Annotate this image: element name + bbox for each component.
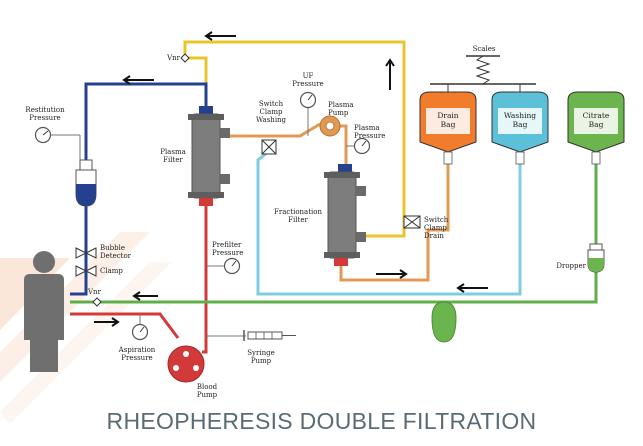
citrate-bag-icon: [567, 91, 625, 165]
return-line: [84, 82, 208, 174]
diagram-caption: RHEOPHERESIS DOUBLE FILTRATION: [106, 408, 537, 434]
restitution-pressure-label: Restitution Pressure: [25, 106, 65, 122]
return-drip-chamber-icon: [75, 159, 97, 207]
vnr-bottom-label: Vnr: [88, 288, 101, 296]
drain-bag-label: Drain Bag: [437, 111, 459, 129]
switch-clamp-washing-label: Switch Clamp Washing: [255, 100, 287, 124]
switch-clamp-drain-label: Switch Clamp Drain: [424, 216, 449, 240]
dropper-icon: [587, 243, 605, 273]
washing-bag-icon: [491, 84, 549, 165]
vnr-top-label: Vnr: [167, 54, 180, 62]
return-line-lower: [70, 206, 88, 296]
washing-bag-label: Washing Bag: [503, 111, 537, 129]
flow-arrow-icon: [94, 31, 488, 327]
uf-pressure-label: UF Pressure: [292, 72, 324, 88]
pressure-gauge-icon: [34, 126, 52, 144]
clamp-icon: [75, 265, 97, 277]
plasma-pump-label: Plasma Pump: [328, 101, 354, 117]
person-icon: [24, 251, 64, 372]
fractionation-filter-icon: [324, 164, 366, 266]
pressure-gauge-icon: [131, 323, 149, 341]
citrate-bag-label: Citrate Bag: [582, 111, 610, 129]
blood-pump-label: Blood Pump: [196, 383, 218, 399]
switch-clamp-icon: [403, 215, 421, 229]
citrate-line-lower: [70, 268, 598, 304]
plasma-pressure-label: Plasma Pressure: [354, 124, 386, 140]
plasma-filter-icon: [188, 106, 230, 206]
drain-bag-icon: [419, 84, 477, 165]
fractionation-filter-label: Fractionation Filter: [273, 208, 323, 224]
aspiration-pressure-label: Aspiration Pressure: [118, 346, 156, 362]
blood-line-up: [202, 204, 208, 354]
blood-pump-icon: [167, 345, 205, 383]
clamp-label: Clamp: [100, 267, 123, 275]
syringe-icon: [243, 330, 296, 341]
blood-line: [70, 312, 180, 339]
pressure-gauge-icon: [223, 257, 241, 275]
pressure-gauge-icon: [299, 91, 317, 109]
green-drip-chamber: [431, 301, 457, 343]
washing-line: [256, 150, 522, 296]
bubble-detector-icon: [75, 247, 97, 259]
prefilter-pressure-label: Prefilter Pressure: [212, 241, 244, 257]
plasma-line-drain: [339, 164, 450, 282]
dropper-label: Dropper: [556, 262, 586, 270]
plasma-line: [230, 122, 321, 138]
scales-label: Scales: [472, 45, 496, 53]
vnr-valve-icon: [180, 53, 190, 63]
scales-spring-icon: [430, 55, 536, 85]
vnr-valve-icon: [92, 297, 102, 307]
bubble-detector-label: Bubble Detector: [100, 244, 132, 260]
syringe-pump-label: Syringe Pump: [247, 349, 275, 365]
plasma-pump-icon: [319, 115, 341, 137]
pressure-gauge-icon: [353, 137, 371, 155]
filtrate-line: [183, 40, 406, 238]
switch-clamp-icon: [261, 139, 277, 155]
plasma-line-to-fraction: [340, 124, 348, 172]
plasma-filter-label: Plasma Filter: [160, 148, 186, 164]
